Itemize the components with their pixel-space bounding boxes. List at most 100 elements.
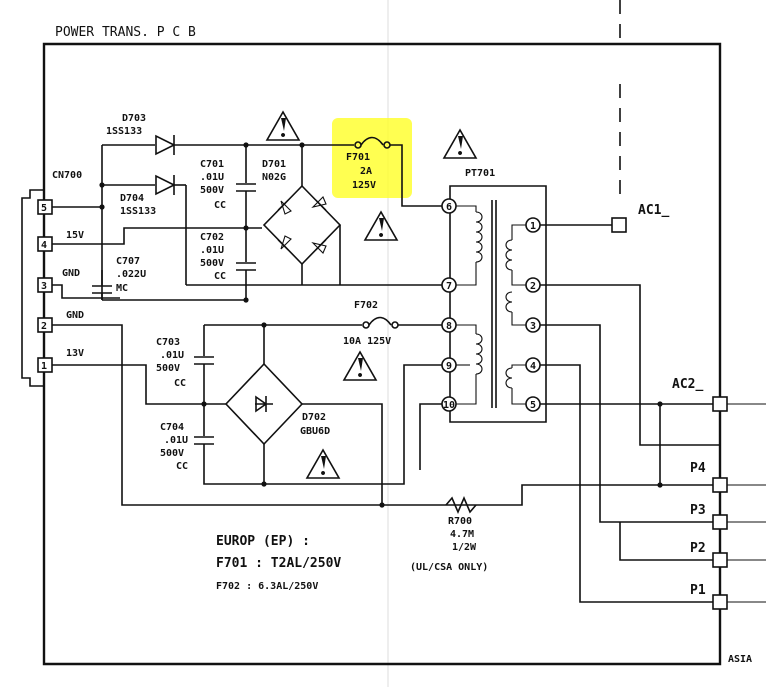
f702-ref: F702 [354, 300, 378, 311]
pin-number: 1 [41, 361, 47, 372]
output-ac1-terminal [611, 217, 627, 233]
connector-pin-2: 2 [37, 317, 53, 333]
f701-rating: 2A [360, 166, 372, 177]
region-label-asia: ASIA [728, 654, 752, 665]
f701-highlight [332, 118, 412, 198]
d704-part: 1SS133 [120, 206, 156, 217]
pin-number: 5 [530, 400, 536, 411]
pin-number: 1 [530, 221, 536, 232]
capacitor-c701-symbol [236, 183, 256, 192]
pin-number: 2 [41, 321, 47, 332]
output-ac2-label: AC2_ [672, 377, 703, 392]
wire [419, 403, 442, 470]
output-p4-terminal [712, 477, 728, 493]
primary-winding-upper [475, 211, 483, 263]
pin-number: 7 [446, 281, 452, 292]
diode-d703-symbol [155, 134, 176, 156]
pt701-pin-2: 2 [525, 277, 541, 293]
pin-number: 5 [41, 203, 47, 214]
wire [619, 522, 720, 561]
bridge-d702-symbol [224, 362, 304, 446]
d702-part: GBU6D [300, 426, 330, 437]
bridge-d701-symbol [262, 184, 342, 266]
r700-ref: R700 [448, 516, 472, 527]
c707-value: .022U [116, 269, 146, 280]
f701-ref: F701 [346, 152, 370, 163]
net-label-gnd-2: GND [66, 310, 84, 321]
pin-number: 2 [530, 281, 536, 292]
note-heading: EUROP (EP) : [216, 534, 310, 549]
c702-value: .01U [200, 245, 224, 256]
note-f701: F701 : T2AL/250V [216, 556, 341, 571]
output-p2-terminal [712, 552, 728, 568]
warning-icon [342, 350, 378, 381]
c701-value: .01U [200, 172, 224, 183]
wire [390, 144, 442, 207]
d702-ref: D702 [302, 412, 326, 423]
connector-cn700-label: CN700 [52, 170, 82, 181]
output-p2-label: P2 [690, 541, 706, 556]
wire [52, 324, 720, 506]
secondary-winding-1 [505, 239, 513, 271]
pt701-pin-6: 6 [441, 198, 457, 214]
output-p1-terminal [712, 594, 728, 610]
wire [456, 374, 477, 405]
c707-ref: C707 [116, 256, 140, 267]
secondary-winding-3 [505, 367, 513, 389]
resistor-r700-symbol [445, 495, 477, 515]
pin-number: 3 [530, 321, 536, 332]
c702-type: CC [214, 271, 226, 282]
connector-pin-4: 4 [37, 236, 53, 252]
f701-voltage: 125V [352, 180, 376, 191]
net-label-13v: 13V [66, 348, 84, 359]
wire [203, 444, 264, 485]
junction-dot [243, 297, 249, 303]
warning-icon [363, 210, 399, 241]
d704-ref: D704 [120, 193, 144, 204]
diode-d704-symbol [155, 174, 176, 196]
wire [52, 284, 120, 299]
transformer-pt701-body [449, 185, 547, 423]
fuse-f702-symbol [362, 316, 399, 329]
pt701-pin-1: 1 [525, 217, 541, 233]
wire [52, 364, 204, 405]
c703-value: .01U [160, 350, 184, 361]
primary-winding-lower [475, 333, 483, 375]
wire [264, 364, 442, 485]
pin-number: 4 [41, 240, 47, 251]
pin-number: 8 [446, 321, 452, 332]
page-title: POWER TRANS. P C B [55, 25, 196, 40]
junction-dot [379, 502, 385, 508]
c704-type: CC [176, 461, 188, 472]
pt701-pin-9: 9 [441, 357, 457, 373]
c701-ref: C701 [200, 159, 224, 170]
fuse-f701-symbol [354, 136, 391, 149]
junction-dot [99, 204, 105, 210]
pt701-pin-7: 7 [441, 277, 457, 293]
c703-type: CC [174, 378, 186, 389]
pt701-pin-8: 8 [441, 317, 457, 333]
pt701-pin-5: 5 [525, 396, 541, 412]
pt701-pin-10: 10 [441, 396, 457, 412]
c704-ref: C704 [160, 422, 184, 433]
pin-number: 3 [41, 281, 47, 292]
output-ac1-label: AC1_ [638, 203, 669, 218]
f702-rating: 10A 125V [343, 336, 391, 347]
output-p3-terminal [712, 514, 728, 530]
c704-voltage: 500V [160, 448, 184, 459]
connector-pin-3: 3 [37, 277, 53, 293]
capacitor-c704-symbol [194, 436, 214, 445]
c701-voltage: 500V [200, 185, 224, 196]
pin-number: 4 [530, 361, 536, 372]
pin-number: 10 [443, 400, 455, 411]
wire [456, 262, 477, 286]
c702-voltage: 500V [200, 258, 224, 269]
d701-part: N02G [262, 172, 286, 183]
pin-number: 6 [446, 202, 452, 213]
c703-ref: C703 [156, 337, 180, 348]
r700-value: 4.7M [450, 529, 474, 540]
wire [540, 284, 720, 446]
wire [727, 403, 766, 603]
capacitor-c702-symbol [236, 262, 256, 271]
